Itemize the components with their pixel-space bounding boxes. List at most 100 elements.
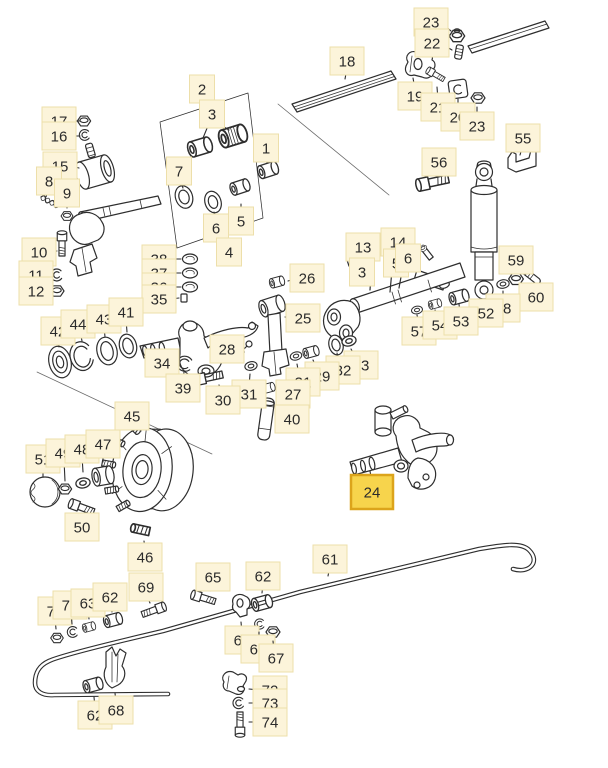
callout-number: 24 [364,485,381,502]
callout-69[interactable]: 69 [128,572,164,604]
washer-48-part [74,476,92,490]
needle-bearing-3b-part [215,122,251,150]
callout-30[interactable]: 30 [205,384,241,415]
callout-box [414,28,450,58]
callout-box [395,243,421,273]
callout-74[interactable]: 74 [248,707,288,737]
callout-box [421,147,457,177]
callout-59[interactable]: 59 [498,245,534,275]
washer-31a-part [243,359,259,373]
bolt-74-part [234,711,246,738]
ring-41-part [118,333,138,359]
callout-3[interactable]: 3 [349,257,375,287]
tie-rod-assembly [68,195,162,277]
callout-number: 5 [237,214,245,231]
callout-number: 18 [339,54,356,71]
callout-24-highlighted[interactable]: 24 [349,470,395,511]
sway-bar-61 [32,542,537,698]
callout-number: 26 [299,271,316,288]
callout-50[interactable]: 50 [64,512,100,542]
callout-number: 50 [74,520,91,537]
callout-number: 63 [80,596,97,613]
callout-box [128,572,164,602]
spacer-63-part [81,620,97,634]
callout-23[interactable]: 23 [459,106,495,141]
callout-4[interactable]: 4 [216,237,242,267]
callout-12[interactable]: 12 [18,276,54,306]
callout-number: 40 [284,412,301,429]
nut-23b-part [470,92,486,104]
callout-number: 22 [424,36,441,53]
callout-box [252,707,288,737]
callout-39[interactable]: 39 [165,371,201,403]
bushing-26-part [267,274,287,290]
callout-box [127,542,163,572]
wheel-stud-46-part [129,522,152,537]
callout-19[interactable]: 19 [397,77,433,111]
callout-13[interactable]: 13 [345,232,381,262]
callout-26[interactable]: 26 [287,263,325,293]
bushing-1-part [255,159,281,181]
callout-68[interactable]: 68 [98,692,134,725]
shock-absorber [470,160,498,300]
callout-62[interactable]: 62 [92,582,128,613]
callout-number: 10 [31,245,48,262]
callout-27[interactable]: 27 [275,379,311,409]
callout-6[interactable]: 6 [395,243,421,273]
nut-49-part [57,483,73,495]
callout-3[interactable]: 3 [199,99,230,139]
callout-box [108,297,144,327]
bushing-3a-part [185,135,215,159]
callout-5[interactable]: 5 [228,203,254,236]
callout-18[interactable]: 18 [329,46,365,80]
callout-box [505,123,541,153]
callout-65[interactable]: 65 [195,562,231,592]
callout-16[interactable]: 16 [41,121,81,151]
callout-67[interactable]: 67 [258,640,294,673]
link-25-part [258,294,290,377]
callout-56[interactable]: 56 [421,147,457,178]
callout-number: 74 [262,715,279,732]
callout-62[interactable]: 62 [245,561,281,594]
callout-box [41,121,77,151]
bolt-65-part [189,589,218,607]
callout-55[interactable]: 55 [505,123,541,156]
callout-40[interactable]: 40 [274,404,310,434]
callout-41[interactable]: 41 [108,297,144,333]
callout-number: 9 [63,186,71,203]
callout-35[interactable]: 35 [141,284,180,314]
callout-box [274,404,310,434]
callout-61[interactable]: 61 [312,544,348,577]
callout-number: 61 [322,552,339,569]
callout-box [64,512,100,542]
callout-box [98,695,134,725]
callout-47[interactable]: 47 [85,429,121,463]
callout-box [329,46,365,76]
callout-28[interactable]: 28 [209,334,245,364]
washer-58-part [495,278,511,290]
lock-washer-70-part [66,626,78,638]
callout-number: 8 [45,174,53,191]
callout-45[interactable]: 45 [114,401,150,432]
callout-7[interactable]: 7 [166,156,192,189]
callout-box [199,99,225,129]
callout-9[interactable]: 9 [54,178,80,209]
callout-25[interactable]: 25 [284,303,321,333]
bolt-10-part [56,230,68,257]
callout-53[interactable]: 53 [443,303,479,336]
callout-22[interactable]: 22 [414,28,453,58]
callout-1[interactable]: 1 [253,133,279,164]
callout-number: 3 [358,265,366,282]
callout-number: 53 [453,314,470,331]
callout-box [275,379,311,409]
callout-60[interactable]: 60 [518,282,554,312]
callout-number: 52 [478,306,495,323]
callout-box [18,276,54,306]
callout-34[interactable]: 34 [144,348,180,378]
callout-box [92,582,128,612]
callout-box [205,385,241,415]
callout-46[interactable]: 46 [127,540,163,572]
snap-ring-44-part [69,341,94,372]
callout-box [518,282,554,312]
